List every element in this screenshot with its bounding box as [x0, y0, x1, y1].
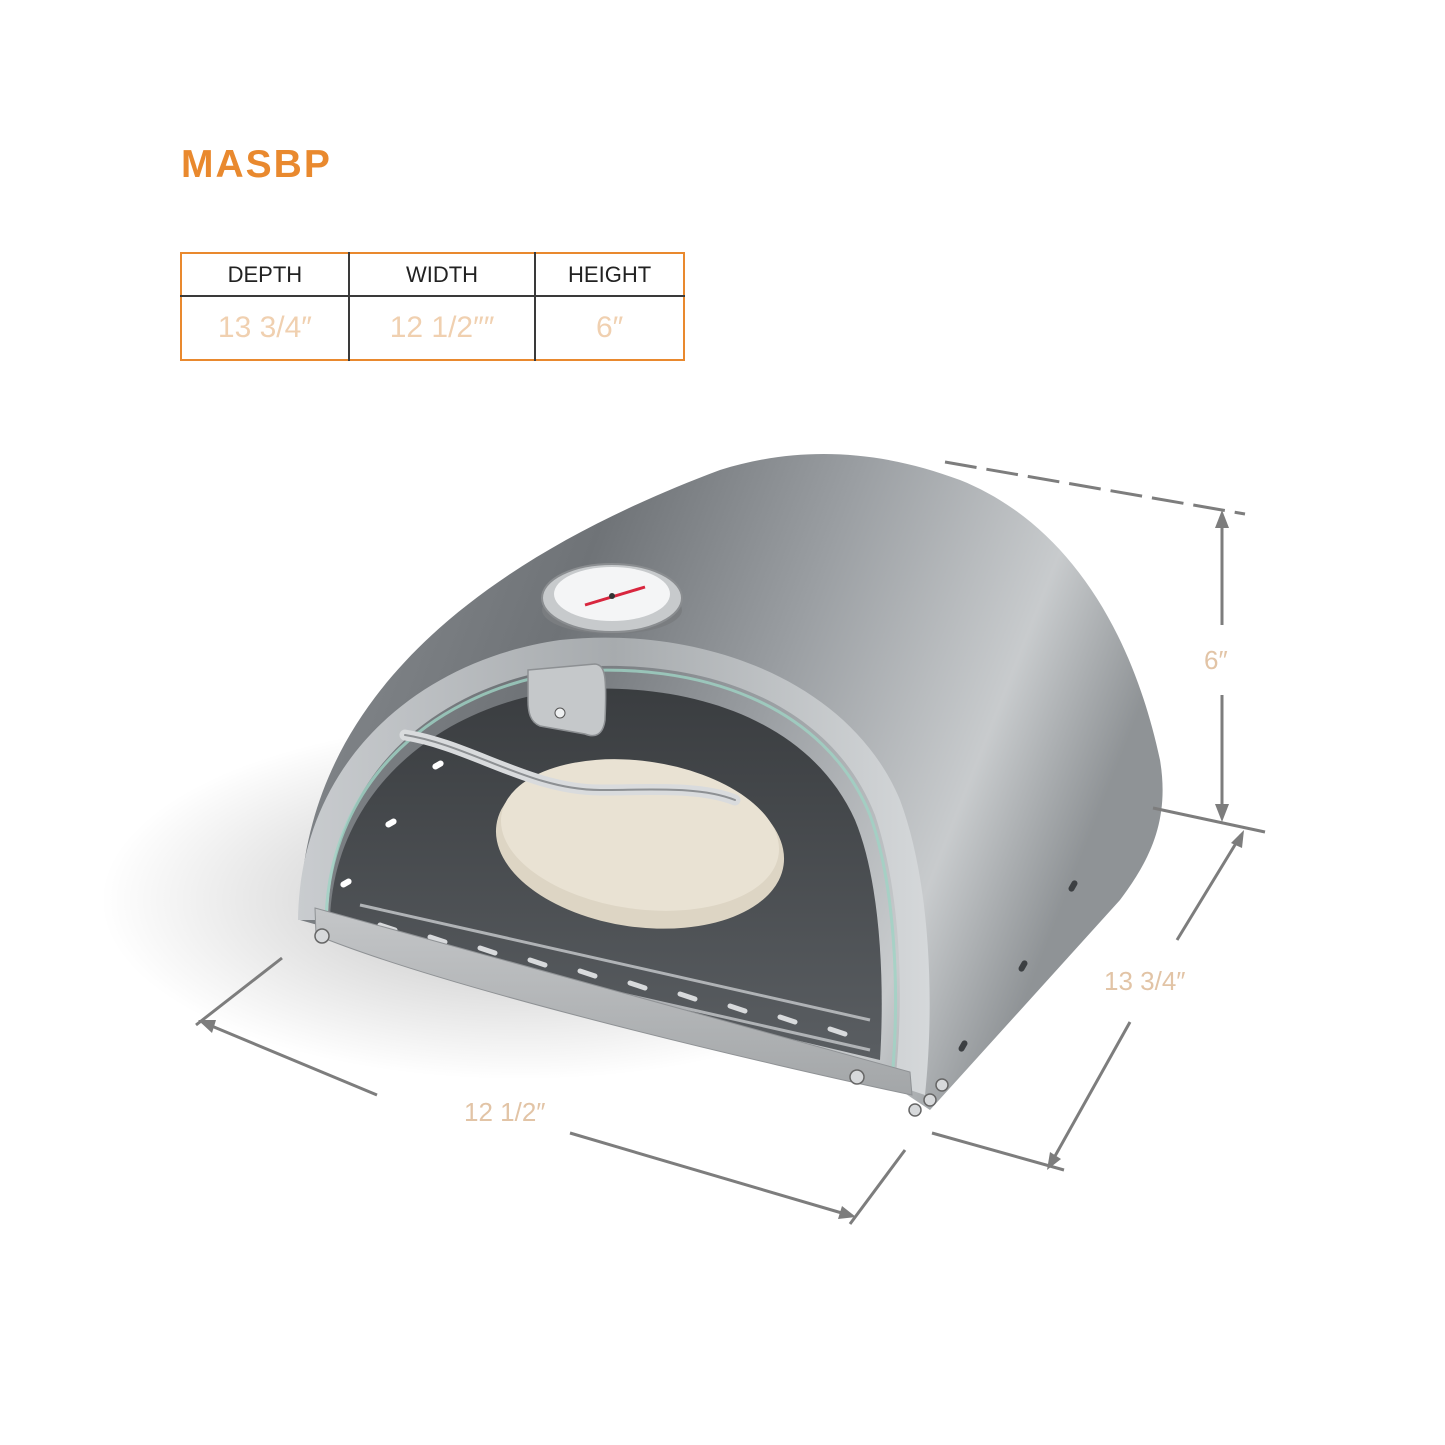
thermometer-gauge-icon — [541, 563, 683, 634]
spec-header-row: DEPTH WIDTH HEIGHT — [181, 253, 684, 297]
dimension-spec-table: DEPTH WIDTH HEIGHT 13 3/4″ 12 1/2″″ 6″ — [180, 252, 685, 361]
front-base-plate — [314, 907, 913, 1096]
vent-slots — [340, 760, 444, 888]
door-latch[interactable] — [527, 663, 607, 737]
arrowheads — [198, 510, 1244, 1219]
value-depth: 13 3/4″ — [217, 311, 312, 344]
value-width: 12 1/2″″ — [347, 296, 536, 360]
height-callout: 6″ — [1200, 645, 1232, 676]
spec-value-row: 13 3/4″ 12 1/2″″ 6″ — [181, 296, 684, 360]
base-screw-icon — [849, 1069, 865, 1085]
side-vent-holes — [958, 880, 1078, 1052]
dimension-lines — [195, 460, 1266, 1225]
header-height: HEIGHT — [534, 253, 684, 297]
latch-screw-icon — [554, 707, 566, 719]
value-height: 6″ — [534, 296, 684, 360]
glass-door-edge — [324, 668, 898, 1081]
header-depth: DEPTH — [181, 253, 349, 297]
model-title: MASBP — [181, 143, 332, 186]
width-callout: 12 1/2″ — [460, 1097, 550, 1128]
depth-callout: 13 3/4″ — [1100, 966, 1190, 997]
header-width: WIDTH — [347, 253, 536, 297]
base-screw-icon — [314, 928, 330, 944]
